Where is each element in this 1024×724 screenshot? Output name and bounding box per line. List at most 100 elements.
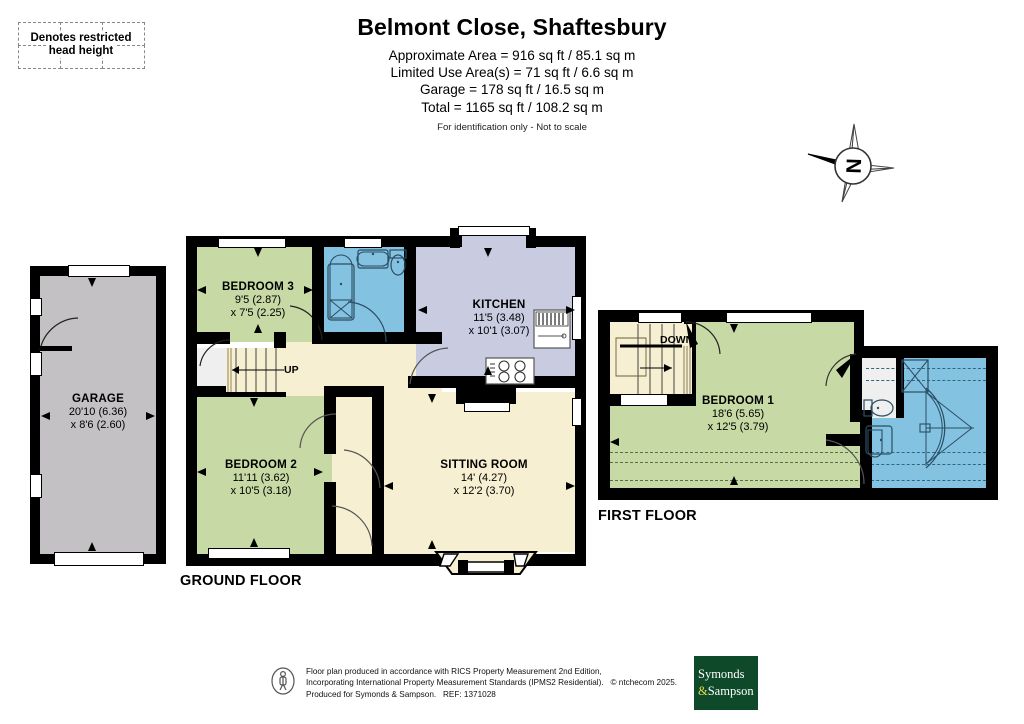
stairs-up-label: UP [284, 364, 299, 376]
bedroom-3-dim-2: x 7'5 (2.25) [230, 307, 286, 320]
garage-plan: GARAGE 20'10 (6.36) x 8'6 (2.60) [30, 265, 166, 566]
bedroom-2-dim-2: x 10'5 (3.18) [230, 485, 292, 498]
landing-window-low [620, 394, 668, 406]
logo-word-2: Sampson [707, 684, 754, 698]
bed1-arrow-left [610, 438, 619, 446]
wall-stair-left [274, 332, 286, 352]
kitchen-name: KITCHEN [472, 298, 526, 311]
ground-wall-top-left [186, 236, 462, 247]
first-wall-step [854, 310, 864, 358]
garage-dim-1: 20'10 (6.36) [68, 406, 128, 419]
footer-text: Floor plan produced in accordance with R… [306, 666, 677, 700]
wall-hall-sitting [372, 386, 384, 554]
bed2-arrow-top [250, 398, 258, 407]
bedroom-1-label: BEDROOM 1 18'6 (5.65) x 12'5 (3.79) [658, 394, 818, 435]
kitchen-fridge [533, 309, 574, 350]
garage-dim-arrow-bottom [88, 542, 96, 551]
garage-name: GARAGE [71, 392, 125, 405]
landing-door-arc [685, 321, 722, 356]
ground-bathroom-door-arc [346, 301, 387, 344]
landing-window [638, 312, 682, 323]
wall-hall-bed2-top [324, 386, 382, 397]
bed3-arrow-right [304, 286, 313, 294]
kitchen-side-window [572, 296, 582, 340]
approximate-area: Approximate Area = 916 sq ft / 85.1 sq m [388, 48, 636, 63]
sitting-arrow-left [384, 482, 393, 490]
bed1-arrow-top [730, 324, 738, 333]
kitchen-label: KITCHEN 11'5 (3.48) x 10'1 (3.07) [424, 298, 574, 339]
kitchen-dim-1: 11'5 (3.48) [473, 312, 525, 325]
ground-wall-left [186, 236, 197, 566]
bed3-arrow-top [254, 248, 262, 257]
hall-door-arc-1 [338, 448, 381, 489]
sitting-room-label: SITTING ROOM 14' (4.27) x 12'2 (3.70) [398, 458, 570, 499]
garage-label: GARAGE 20'10 (6.36) x 8'6 (2.60) [30, 392, 166, 433]
limited-use-area: Limited Use Area(s) = 71 sq ft / 6.6 sq … [390, 65, 634, 81]
bedroom-1-name: BEDROOM 1 [701, 394, 774, 407]
bedroom-2-floor [196, 396, 332, 554]
restricted-head-height-legend: Denotes restricted head height [17, 21, 145, 69]
bedroom-3-door-leaf [312, 304, 318, 340]
bedroom-1-dim-2: x 12'5 (3.79) [707, 421, 769, 434]
ground-floor-caption: GROUND FLOOR [180, 573, 302, 589]
ground-bathroom-floor [324, 246, 408, 336]
restricted-dash-b5 [866, 480, 986, 481]
logo-word-1: Symonds [698, 667, 745, 681]
bed1-arrow-bottom [730, 476, 738, 485]
sitting-room-bay-window [434, 551, 538, 578]
stairs-down-label: DOWN [660, 334, 694, 346]
logo-line-2: &Sampson [698, 684, 754, 699]
cupboard-door-arc-first [822, 353, 857, 388]
restricted-dash-1 [610, 452, 858, 453]
logo-ampersand: & [698, 684, 708, 698]
bedroom-3-dim-1: 9'5 (2.87) [234, 294, 282, 307]
bedroom-2-door-arc [298, 413, 337, 450]
bedroom-2-dim-1: 11'11 (3.62) [232, 472, 290, 485]
first-wall-right [986, 346, 998, 500]
scale-disclaimer: For identification only - Not to scale [437, 122, 587, 133]
first-bathroom-fixtures [863, 359, 990, 478]
garage-window-left-3 [30, 474, 42, 498]
sitting-room-dim-1: 14' (4.27) [460, 472, 508, 485]
understairs-cupboard [196, 348, 228, 392]
ground-wall-top-right [528, 236, 586, 247]
footer-ref: REF: 1371028 [443, 689, 496, 699]
restricted-dash-b2 [866, 380, 986, 381]
first-wall-bottom [598, 488, 998, 500]
sitting-room-chimney [456, 388, 516, 404]
ground-bathroom-fixtures [327, 249, 407, 334]
footer-line-2: Incorporating International Property Mea… [306, 678, 604, 688]
footer-line-1: Floor plan produced in accordance with R… [306, 667, 602, 676]
bed3-arrow-left [197, 286, 206, 294]
kitchen-arrow-right [566, 306, 575, 314]
ground-bay-edge-left [450, 228, 460, 248]
ground-bay-edge-right [526, 228, 536, 248]
compass-rose: N [806, 122, 896, 204]
bed1-arrow-right [842, 438, 851, 446]
bedroom-3-floor [196, 246, 322, 342]
sitting-room-dim-2: x 12'2 (3.70) [453, 485, 515, 498]
first-bathroom-door-arc [824, 439, 866, 486]
garage-floor [40, 276, 156, 554]
bedroom-1-dim-1: 18'6 (5.65) [711, 408, 765, 421]
bedroom-2-label: BEDROOM 2 11'11 (3.62) x 10'5 (3.18) [194, 458, 328, 499]
legend-line-2: head height [46, 45, 116, 58]
bed2-arrow-bottom [250, 538, 258, 547]
garage-wall-right [156, 266, 166, 564]
sitting-room-name: SITTING ROOM [440, 458, 528, 471]
garage-dim-2: x 8'6 (2.60) [70, 419, 126, 432]
ground-bathroom-window [344, 238, 382, 248]
garage-door-leaf [40, 346, 72, 351]
garage-dim-arrow-top [88, 278, 96, 287]
page-title: Belmont Close, Shaftesbury [357, 14, 667, 40]
garage-window-left-2 [30, 352, 42, 376]
kitchen-hob [485, 357, 536, 386]
first-wall-top-right [854, 346, 998, 358]
accessibility-icon [270, 666, 296, 696]
bedroom-2-window [208, 548, 290, 559]
cupboard-door-arc [199, 339, 236, 367]
ground-floor-plan: UP [186, 226, 586, 575]
sitting-room-floor [382, 392, 576, 552]
bedroom-3-name: BEDROOM 3 [221, 280, 294, 293]
bed3-arrow-bottom [254, 324, 262, 333]
